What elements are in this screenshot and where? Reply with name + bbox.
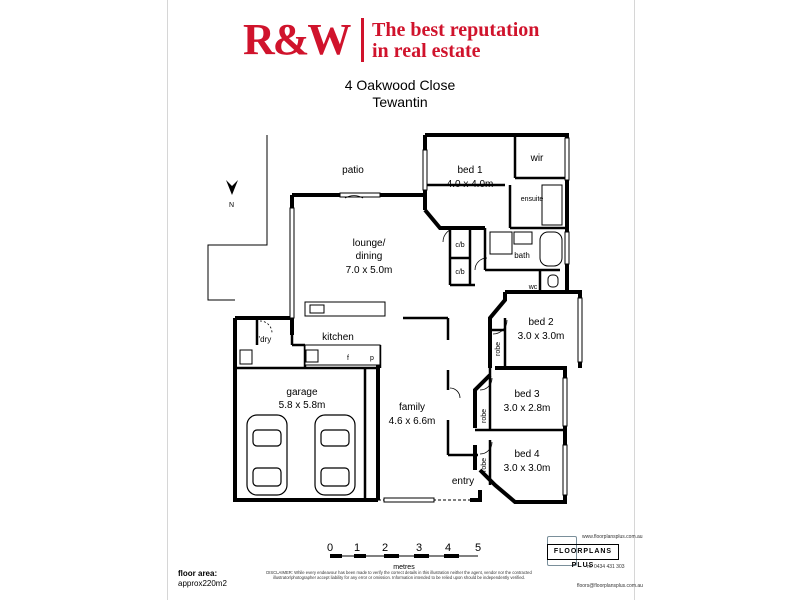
header: R&W The best reputation in real estate bbox=[0, 0, 800, 75]
label-wc: wc bbox=[528, 284, 538, 291]
floor-area-title: floor area: bbox=[178, 569, 218, 578]
scale-unit: metres bbox=[393, 564, 415, 571]
label-cb2: c/b bbox=[455, 269, 464, 276]
label-robe4: robe bbox=[481, 458, 488, 472]
sink bbox=[309, 304, 325, 314]
scale-tick-3: 3 bbox=[416, 542, 422, 554]
label-bed3: bed 3 bbox=[514, 389, 539, 400]
patio-outline bbox=[207, 135, 268, 301]
fp-website: www.floorplansplus.com.au bbox=[582, 534, 643, 540]
scale-tick-1: 1 bbox=[354, 542, 360, 554]
laundry-tub bbox=[239, 349, 253, 365]
label-garage: garage bbox=[286, 387, 318, 398]
label-fridge: f bbox=[347, 355, 349, 362]
scale-tick-5: 5 bbox=[475, 542, 481, 554]
tagline: The best reputation in real estate bbox=[372, 20, 539, 62]
shower-bath bbox=[489, 231, 513, 255]
label-cb1: c/b bbox=[455, 242, 464, 249]
cooktop bbox=[305, 349, 319, 363]
scale-tick-0: 0 bbox=[327, 542, 333, 554]
car-right bbox=[314, 414, 356, 496]
shower bbox=[541, 184, 563, 226]
scale-tick-4: 4 bbox=[445, 542, 451, 554]
label-garage-size: 5.8 x 5.8m bbox=[279, 400, 326, 411]
label-bed4: bed 4 bbox=[514, 449, 539, 460]
label-ensuite: ensuite bbox=[521, 196, 544, 203]
tagline-line1: The best reputation bbox=[372, 19, 540, 41]
scale-tick-2: 2 bbox=[382, 542, 388, 554]
door-swings bbox=[259, 195, 508, 455]
disclaimer: DISCLAIMER: While every endeavour has be… bbox=[266, 570, 532, 580]
label-entry: entry bbox=[452, 476, 474, 487]
kitchen-bench bbox=[304, 344, 381, 366]
label-bed1: bed 1 bbox=[457, 165, 482, 176]
floor-area-value: approx220m2 bbox=[178, 579, 227, 588]
fp-email: floors@floorplansplus.com.au bbox=[577, 583, 643, 589]
label-robe3: robe bbox=[481, 409, 488, 423]
label-kitchen: kitchen bbox=[322, 332, 354, 343]
address-street: 4 Oakwood Close bbox=[344, 77, 456, 93]
logo-divider bbox=[361, 18, 364, 62]
compass-arrow bbox=[226, 180, 238, 195]
tagline-line2: in real estate bbox=[372, 40, 481, 62]
fixtures bbox=[239, 184, 563, 366]
compass-label: N bbox=[229, 202, 234, 209]
label-bath: bath bbox=[514, 251, 530, 260]
fp-phone: m. 0434 431 303 bbox=[587, 564, 625, 570]
label-bed4-size: 3.0 x 3.0m bbox=[504, 463, 551, 474]
label-robe2: robe bbox=[495, 342, 502, 356]
label-lounge-size: 7.0 x 5.0m bbox=[346, 265, 393, 276]
label-wir: wir bbox=[530, 153, 544, 164]
windows bbox=[289, 137, 583, 503]
label-ldry: l'dry bbox=[257, 335, 271, 344]
label-bed2: bed 2 bbox=[528, 317, 553, 328]
car-left bbox=[246, 414, 288, 496]
label-pantry: p bbox=[370, 355, 374, 362]
label-patio: patio bbox=[342, 165, 364, 176]
toilet bbox=[547, 274, 559, 288]
label-lounge2: dining bbox=[356, 251, 383, 262]
label-bed2-size: 3.0 x 3.0m bbox=[518, 331, 565, 342]
label-bed3-size: 3.0 x 2.8m bbox=[504, 403, 551, 414]
label-lounge1: lounge/ bbox=[353, 238, 386, 249]
rw-logo: R&W bbox=[243, 15, 351, 64]
floor-area: floor area: approx220m2 bbox=[178, 569, 227, 589]
bath-tub bbox=[539, 231, 563, 267]
vanity bbox=[513, 231, 533, 245]
kitchen-island bbox=[304, 301, 386, 317]
address-suburb: Tewantin bbox=[372, 94, 428, 110]
label-family: family bbox=[399, 402, 425, 413]
fp-brand: FLOORPLANS PLUS bbox=[547, 544, 619, 569]
label-family-size: 4.6 x 6.6m bbox=[389, 416, 436, 427]
label-bed1-size: 4.0 x 4.0m bbox=[447, 179, 494, 190]
scale-bar bbox=[330, 554, 478, 558]
